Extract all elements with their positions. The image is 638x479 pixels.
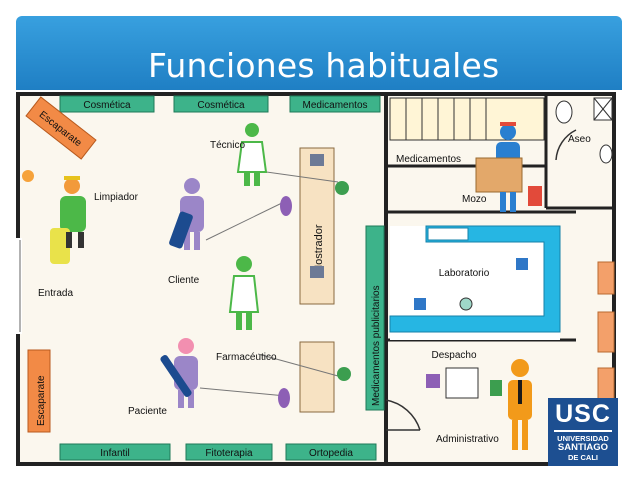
cabinet: [597, 261, 615, 295]
lab-flask-icon: [459, 297, 473, 311]
logo-acronym: USC: [555, 400, 611, 428]
lab-stool: [414, 298, 426, 310]
toilet-icon-2: [599, 144, 613, 164]
mozo-label: Mozo: [462, 194, 487, 205]
stool-icon: [337, 367, 351, 381]
shelf-ortopedia: [285, 443, 377, 461]
person-administrativo-icon: [508, 359, 532, 450]
person-tecnico-icon: [236, 123, 268, 186]
person-entering-icon: [22, 170, 34, 182]
shelf-medicamentos-label: Medicamentos: [302, 100, 367, 111]
shelf-infantil-label: Infantil: [100, 448, 129, 459]
door-swing: [385, 399, 421, 431]
mostrador-label: Mostrador: [313, 224, 325, 274]
door-swing-aseo: [555, 129, 577, 161]
chair-icon: [426, 374, 440, 388]
customer-head-icon: [280, 196, 292, 216]
escaparate-top: [25, 96, 97, 160]
escaparate-bottom-label: Escaparate: [36, 375, 47, 426]
shelf-fitoterapia: [185, 443, 273, 461]
aseo-label: Aseo: [568, 134, 591, 145]
title-bar: [16, 16, 622, 90]
escaparate-bottom: [27, 349, 51, 433]
medicamentos-storage-label: Medicamentos: [396, 154, 461, 165]
laboratorio-label: Laboratorio: [439, 268, 490, 279]
slide-title: Funciones habituales: [148, 46, 500, 85]
tecnico-label: Técnico: [210, 140, 245, 151]
logo-line-1: UNIVERSIDAD: [557, 434, 609, 443]
person-farmaceutico-icon: [228, 256, 260, 330]
logo-divider: [554, 430, 612, 432]
shelf-ortopedia-label: Ortopedia: [309, 448, 353, 459]
laboratorio-counter: [389, 225, 561, 333]
entrada-label: Entrada: [38, 288, 73, 299]
computer-icon: [310, 266, 324, 278]
customer-head-icon: [278, 388, 290, 408]
stool-icon: [335, 181, 349, 195]
paciente-label: Paciente: [128, 406, 167, 417]
shelf-cosmetica-1-label: Cosmética: [83, 100, 131, 111]
shelf-cosmetica-2-label: Cosmética: [197, 100, 245, 111]
shelf-fitoterapia-label: Fitoterapia: [205, 448, 253, 459]
shelf-medicamentos-publicitarios: [365, 225, 385, 411]
logo-line-3: DE CALI: [568, 453, 598, 462]
person-cliente-icon: [169, 178, 204, 250]
logo-line-2: SANTIAGO: [557, 442, 609, 453]
person-paciente-icon: [160, 338, 198, 408]
person-limpiador-icon: [50, 176, 86, 264]
despacho-desk: [445, 367, 479, 399]
person-mozo-icon: [475, 122, 523, 212]
stairs: [389, 97, 545, 141]
lab-sink: [427, 227, 469, 241]
administrativo-label: Administrativo: [436, 434, 499, 445]
limpiador-label: Limpiador: [94, 192, 139, 203]
shelf-medicamentos-publicitarios-label: Medicamentos publicitarios: [371, 285, 382, 406]
entrance-opening: [16, 238, 22, 334]
pharmacy-floor-plan: Cosmética Cosmética Medicamentos Infanti…: [16, 92, 616, 466]
hand-truck-icon: [528, 186, 542, 206]
chair-icon: [490, 380, 502, 396]
shelf-cosmetica-1: [59, 95, 155, 113]
shelf-infantil: [59, 443, 171, 461]
toilet-icon: [555, 100, 573, 124]
computer-icon: [310, 154, 324, 166]
despacho-label: Despacho: [431, 350, 476, 361]
lab-stool: [516, 258, 528, 270]
usc-logo: USC UNIVERSIDAD SANTIAGO DE CALI: [548, 398, 618, 466]
shelf-cosmetica-2: [173, 95, 269, 113]
cabinet: [597, 311, 615, 353]
counter-farmaceutico: [299, 341, 335, 413]
farmaceutico-label: Farmacéutico: [216, 352, 277, 363]
cliente-label: Cliente: [168, 275, 200, 286]
shelf-medicamentos: [289, 95, 381, 113]
